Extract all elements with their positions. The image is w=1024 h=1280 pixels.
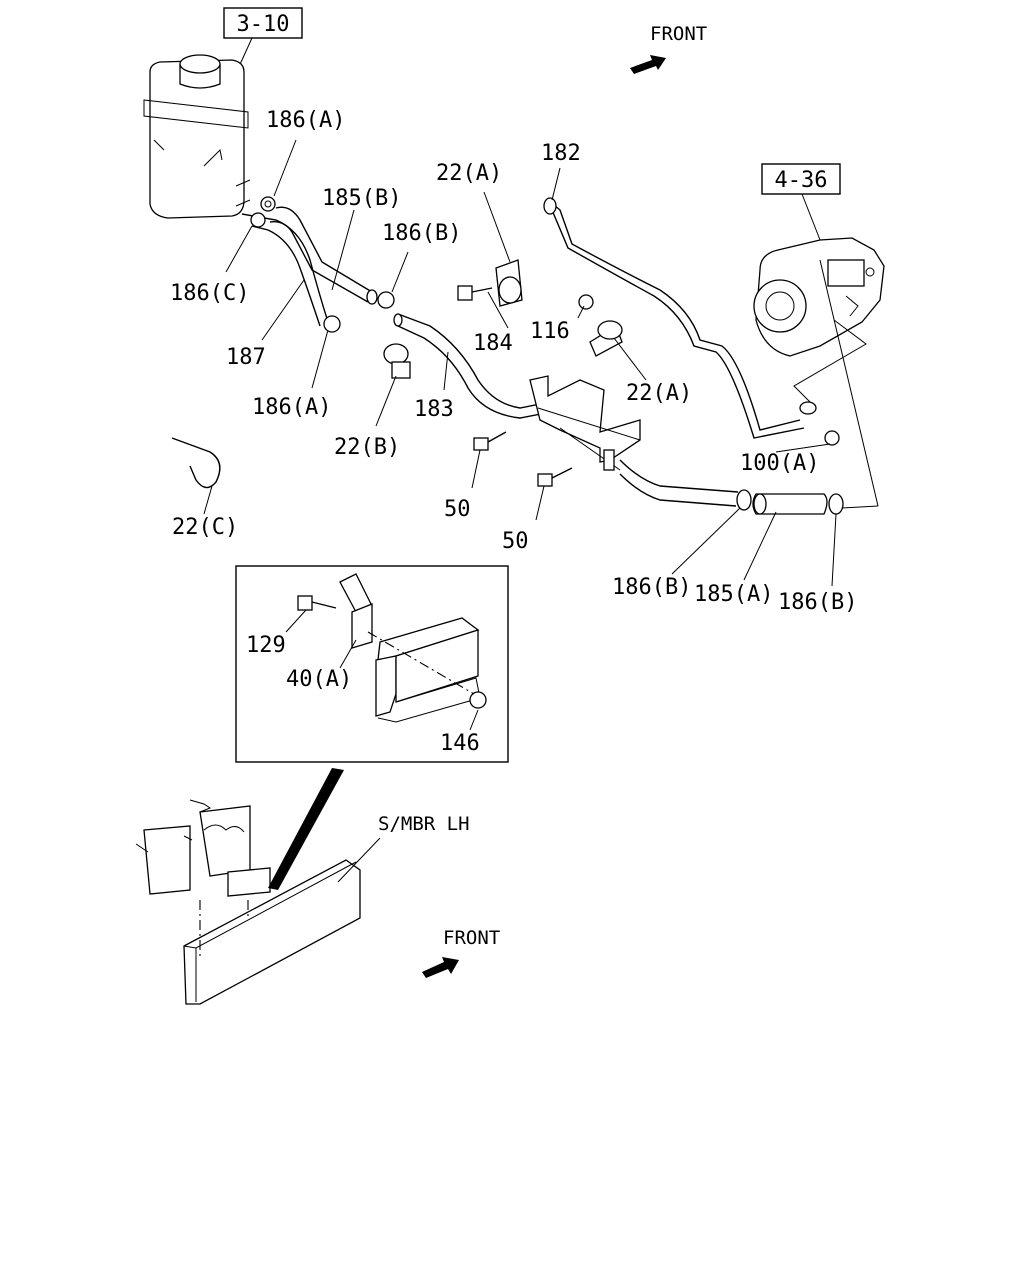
front-arrow-icon-top bbox=[630, 55, 666, 74]
clip-22a-top-icon bbox=[495, 259, 523, 307]
callout-182: 182 bbox=[541, 141, 581, 166]
callout-100a: 100(A) bbox=[740, 451, 819, 476]
ref-4-36-text: 4-36 bbox=[775, 168, 828, 193]
callout-50-right: 50 bbox=[502, 529, 529, 554]
bracket-assembly-icon bbox=[529, 375, 641, 471]
ref-3-10-text: 3-10 bbox=[237, 12, 290, 37]
hose-185b-icon bbox=[269, 206, 378, 305]
callout-186a-low: 186(A) bbox=[252, 395, 331, 420]
bolt-50-right-icon bbox=[537, 467, 573, 487]
callout-116: 116 bbox=[530, 319, 570, 344]
clamp-186b-left-icon bbox=[736, 489, 752, 511]
power-steering-pump-icon bbox=[753, 237, 885, 357]
front-arrow-icon-bottom bbox=[422, 957, 459, 978]
callout-22a-top: 22(A) bbox=[436, 161, 502, 186]
detail-inset bbox=[235, 565, 509, 763]
clamp-186a-low-icon bbox=[323, 315, 341, 333]
side-member-label: S/MBR LH bbox=[378, 813, 470, 835]
reservoir-tank-icon bbox=[143, 54, 251, 219]
pipe-lower-icon bbox=[619, 459, 739, 507]
callout-22a-right: 22(A) bbox=[626, 381, 692, 406]
ref-box-4-36[interactable]: 4-36 bbox=[761, 163, 841, 195]
side-member-frame-icon bbox=[135, 768, 381, 1005]
front-indicator-top: FRONT bbox=[630, 23, 707, 74]
callout-186a-top: 186(A) bbox=[266, 108, 345, 133]
cable-tie-22c-icon bbox=[171, 437, 221, 489]
callout-146: 146 bbox=[440, 731, 480, 756]
callout-22b: 22(B) bbox=[334, 435, 400, 460]
clamp-186a-top-icon bbox=[260, 196, 276, 212]
callout-186c: 186(C) bbox=[170, 281, 249, 306]
nut-116-icon bbox=[578, 294, 594, 310]
callout-186b-top: 186(B) bbox=[382, 221, 461, 246]
callout-184: 184 bbox=[473, 331, 513, 356]
callout-186b-right: 186(B) bbox=[778, 590, 857, 615]
clamp-186c-icon bbox=[250, 212, 266, 228]
front-label-bottom: FRONT bbox=[443, 927, 500, 949]
hose-185a-icon bbox=[752, 493, 828, 515]
callout-183: 183 bbox=[414, 397, 454, 422]
front-indicator-bottom: FRONT bbox=[422, 927, 500, 978]
ref-box-3-10[interactable]: 3-10 bbox=[223, 7, 303, 39]
leader-lines bbox=[203, 139, 837, 587]
callout-187: 187 bbox=[226, 345, 266, 370]
pipe-182-icon bbox=[543, 197, 805, 439]
callout-129: 129 bbox=[246, 633, 286, 658]
clip-22b-icon bbox=[383, 343, 411, 379]
callout-185a: 185(A) bbox=[694, 582, 773, 607]
callout-50-left: 50 bbox=[444, 497, 471, 522]
callout-186b-left: 186(B) bbox=[612, 575, 691, 600]
callout-22c: 22(C) bbox=[172, 515, 238, 540]
front-label-top: FRONT bbox=[650, 23, 707, 45]
clamp-186b-top-icon bbox=[377, 291, 395, 309]
callout-40a: 40(A) bbox=[286, 667, 352, 692]
nut-100a-icon bbox=[799, 401, 840, 446]
bolt-50-left-icon bbox=[473, 431, 507, 451]
clamp-186b-right-icon bbox=[828, 493, 844, 515]
callout-185b: 185(B) bbox=[322, 186, 401, 211]
callout-labels: 186(A) 185(B) 186(B) 22(A) 182 186(C) 18… bbox=[170, 108, 857, 835]
clip-22a-right-icon bbox=[589, 320, 623, 357]
hose-187-icon bbox=[241, 213, 329, 327]
bolt-184-icon bbox=[457, 285, 493, 301]
pipe-183-icon bbox=[393, 313, 583, 419]
